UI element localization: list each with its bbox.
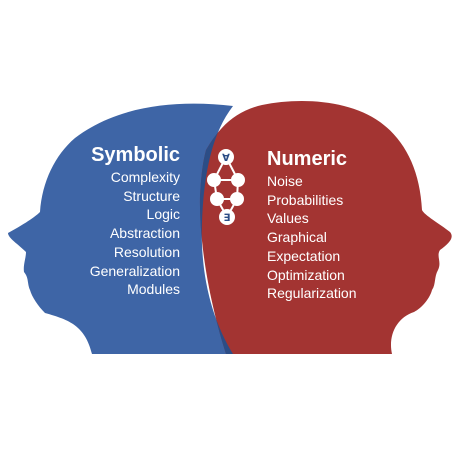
- list-item: Complexity: [110, 169, 180, 185]
- symbolic-list: Complexity Structure Logic Abstraction R…: [90, 168, 180, 299]
- numeric-title: Numeric: [267, 148, 348, 170]
- exists-node: [219, 209, 235, 225]
- list-item: Values: [267, 210, 309, 227]
- list-item: Noise: [267, 173, 303, 189]
- list-item: Regularization: [267, 285, 357, 302]
- list-item: Logic: [146, 206, 180, 223]
- list-item: Optimization: [267, 266, 345, 283]
- forall-node: [218, 149, 234, 165]
- graph-node: [231, 173, 245, 187]
- forall-symbol: ∀: [222, 153, 230, 164]
- graph-node: [210, 192, 224, 206]
- exists-symbol: ∃: [224, 213, 231, 224]
- logic-graph-icon: [207, 149, 245, 225]
- symbolic-head: [8, 103, 233, 355]
- list-item: Probabilities: [267, 191, 344, 208]
- list-item: Resolution: [113, 243, 180, 260]
- list-item: Graphical: [267, 229, 327, 246]
- numeric-head: [199, 100, 452, 354]
- graph-node: [230, 192, 244, 206]
- list-item: Generalization: [89, 262, 180, 279]
- list-item: Expectation: [267, 247, 341, 264]
- symbolic-title: Symbolic: [91, 144, 180, 166]
- list-item: Abstraction: [109, 225, 180, 242]
- list-item: Structure: [123, 187, 180, 204]
- numeric-list: Noise Probabilities Values Graphical Exp…: [267, 172, 357, 303]
- list-item: Modules: [127, 281, 180, 298]
- graph-node: [207, 173, 221, 187]
